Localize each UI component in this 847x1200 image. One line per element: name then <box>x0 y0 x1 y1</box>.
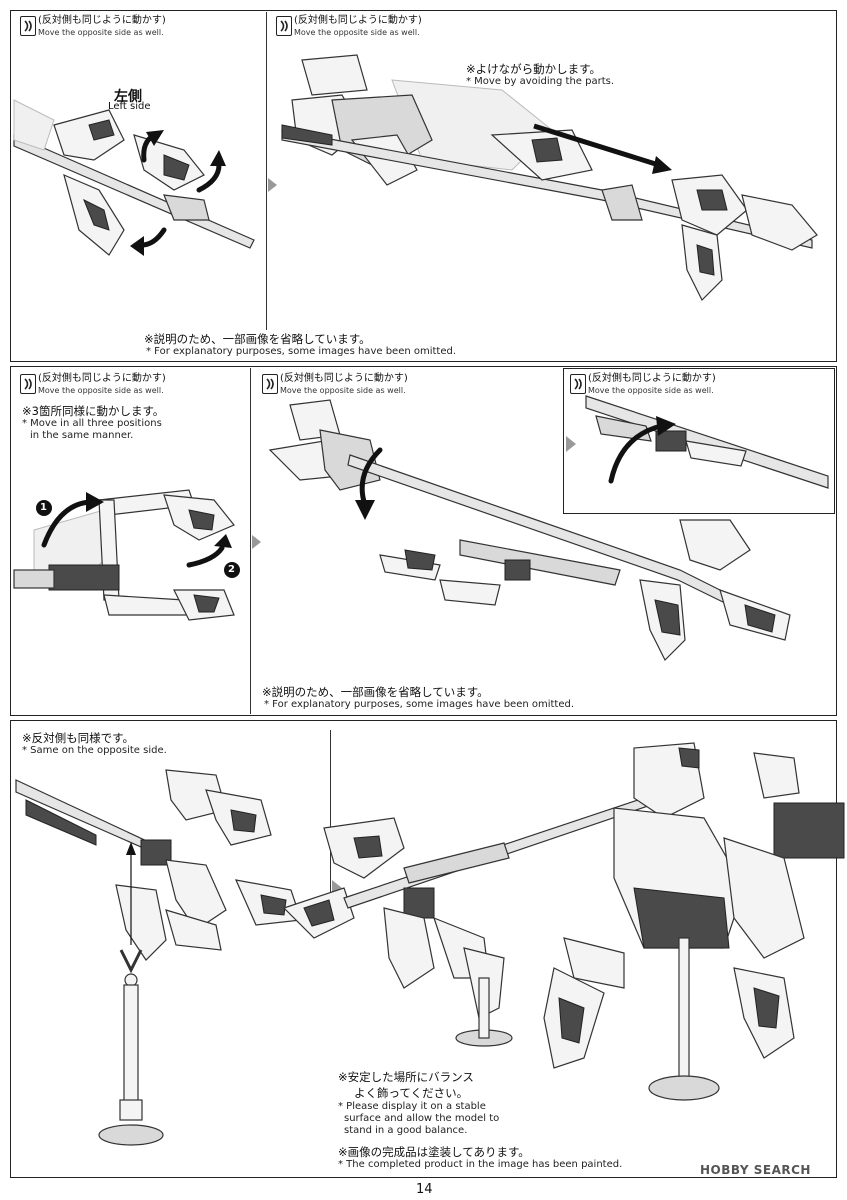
avoid-parts-note-en: * Move by avoiding the parts. <box>466 76 615 87</box>
illustration-stand-attach <box>15 769 342 1146</box>
balance-note-en-2: surface and allow the model to <box>344 1113 500 1124</box>
step-1-number: 1 <box>40 502 47 513</box>
section-1-divider <box>266 12 267 330</box>
rotate-step-icon <box>262 374 278 394</box>
rotate-step-icon <box>20 374 36 394</box>
page-number: 14 <box>416 1182 433 1197</box>
watermark-logo: HOBBY SEARCH <box>700 1163 811 1177</box>
illustration-detail-inset <box>566 395 829 489</box>
omitted-note-jp: ※説明のため、一部画像を省略しています。 <box>262 685 489 699</box>
three-positions-note-en-2: in the same manner. <box>30 430 134 441</box>
move-opposite-note-en: Move the opposite side as well. <box>38 386 164 395</box>
move-opposite-note-en: Move the opposite side as well. <box>588 386 714 395</box>
section-2-divider <box>250 368 251 714</box>
left-side-label-jp: 左側 <box>114 89 142 105</box>
next-step-arrow <box>268 178 277 192</box>
illustration-left-side-arm <box>13 99 255 256</box>
same-opposite-note-jp: ※反対側も同様です。 <box>22 731 134 745</box>
omitted-note-jp: ※説明のため、一部画像を省略しています。 <box>144 332 371 346</box>
painted-note-en: * The completed product in the image has… <box>338 1159 623 1170</box>
move-opposite-note-en: Move the opposite side as well. <box>280 386 406 395</box>
omitted-note-en: * For explanatory purposes, some images … <box>264 699 575 710</box>
left-side-label-en: Left side <box>108 101 151 112</box>
illustration-move-avoiding-parts <box>281 54 818 302</box>
move-opposite-note-jp: (反対側も同じように動かす) <box>280 373 408 384</box>
next-step-arrow <box>252 535 261 549</box>
rotate-step-icon <box>276 16 292 36</box>
same-opposite-note-en: * Same on the opposite side. <box>22 745 167 756</box>
move-opposite-note-jp: (反対側も同じように動かす) <box>38 15 166 26</box>
painted-note-jp: ※画像の完成品は塗装してあります。 <box>338 1145 530 1159</box>
three-positions-note-jp: ※3箇所同様に動かします。 <box>22 404 165 418</box>
illustration-full-arm-rotation <box>268 399 791 662</box>
illustration-completed-model <box>282 742 845 1101</box>
move-opposite-note-jp: (反対側も同じように動かす) <box>294 15 422 26</box>
move-opposite-note-en: Move the opposite side as well. <box>294 28 420 37</box>
balance-note-jp-2: よく飾ってください。 <box>354 1086 469 1100</box>
balance-note-en-3: stand in a good balance. <box>344 1125 468 1136</box>
three-positions-note-en: * Move in all three positions <box>22 418 162 429</box>
move-opposite-note-en: Move the opposite side as well. <box>38 28 164 37</box>
avoid-parts-note-jp: ※よけながら動かします。 <box>466 62 601 76</box>
balance-note-en: * Please display it on a stable <box>338 1101 486 1112</box>
rotate-step-icon <box>570 374 586 394</box>
illustration-three-claws <box>13 489 240 621</box>
move-opposite-note-jp: (反対側も同じように動かす) <box>588 373 716 384</box>
step-2-number: 2 <box>228 564 235 575</box>
balance-note-jp: ※安定した場所にバランス <box>338 1070 474 1084</box>
omitted-note-en: * For explanatory purposes, some images … <box>146 346 457 357</box>
rotate-step-icon <box>20 16 36 36</box>
move-opposite-note-jp: (反対側も同じように動かす) <box>38 373 166 384</box>
